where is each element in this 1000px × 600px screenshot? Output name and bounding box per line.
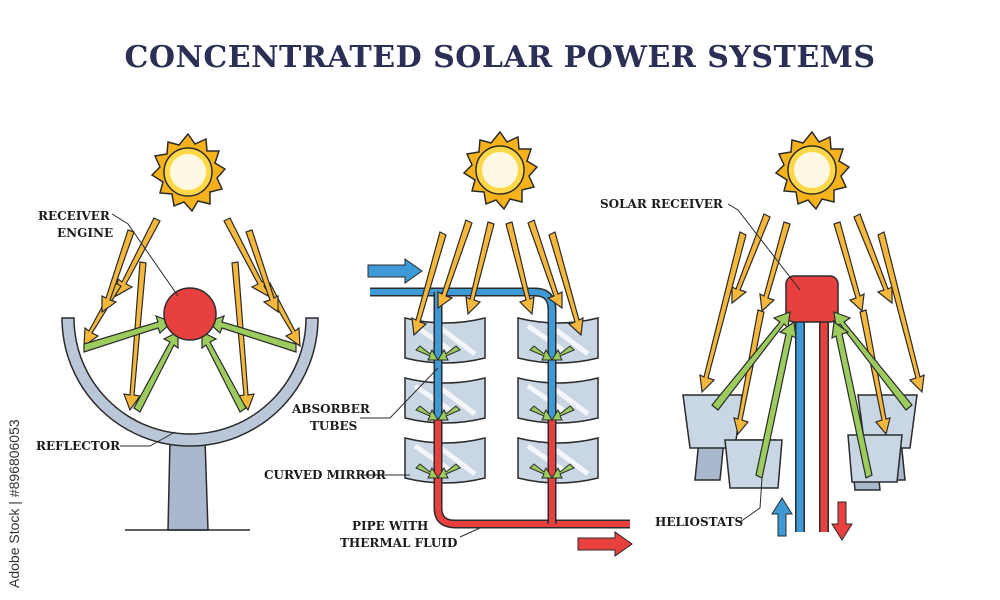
watermark-text: Adobe Stock | #896806053 <box>6 419 22 588</box>
label-pipe-2: THERMAL FLUID <box>340 536 457 550</box>
label-pipe-1: PIPE WITH <box>352 519 428 533</box>
sun-icon-right <box>775 131 850 210</box>
label-heliostats: HELIOSTATS <box>655 515 743 529</box>
label-curved-mirror: CURVED MIRROR <box>264 468 387 482</box>
dish-stand <box>167 439 209 531</box>
label-receiver-engine-1: RECEIVER <box>38 209 111 223</box>
label-absorber-tubes-2: TUBES <box>310 419 357 433</box>
thermal-pipe <box>370 287 630 529</box>
incoming-rays-left <box>83 217 301 412</box>
cold-up-arrow <box>771 497 793 537</box>
label-solar-receiver: SOLAR RECEIVER <box>600 197 724 211</box>
tower-system <box>682 131 925 541</box>
incoming-rays-middle <box>411 219 584 337</box>
watermark: Adobe Stock | #896806053 <box>6 419 22 588</box>
incoming-rays-right <box>699 213 925 436</box>
sun-icon-middle <box>463 131 538 210</box>
sun-icon-left <box>151 133 226 212</box>
tower-pipes <box>795 292 829 532</box>
trough-system <box>360 131 633 557</box>
hot-out-arrow <box>577 531 633 557</box>
cold-in-arrow <box>367 258 423 284</box>
hot-down-arrow <box>831 501 853 541</box>
reflector-dish <box>61 317 319 447</box>
reflected-rays-middle <box>415 345 575 479</box>
receiver-engine <box>163 287 217 341</box>
label-reflector: REFLECTOR <box>36 439 121 453</box>
reflected-rays-right <box>711 311 913 479</box>
label-receiver-engine-2: ENGINE <box>57 226 113 240</box>
dish-system <box>61 133 319 531</box>
page-title: CONCENTRATED SOLAR POWER SYSTEMS <box>124 40 876 75</box>
label-absorber-tubes-1: ABSORBER <box>291 402 371 416</box>
solar-receiver <box>785 275 839 323</box>
